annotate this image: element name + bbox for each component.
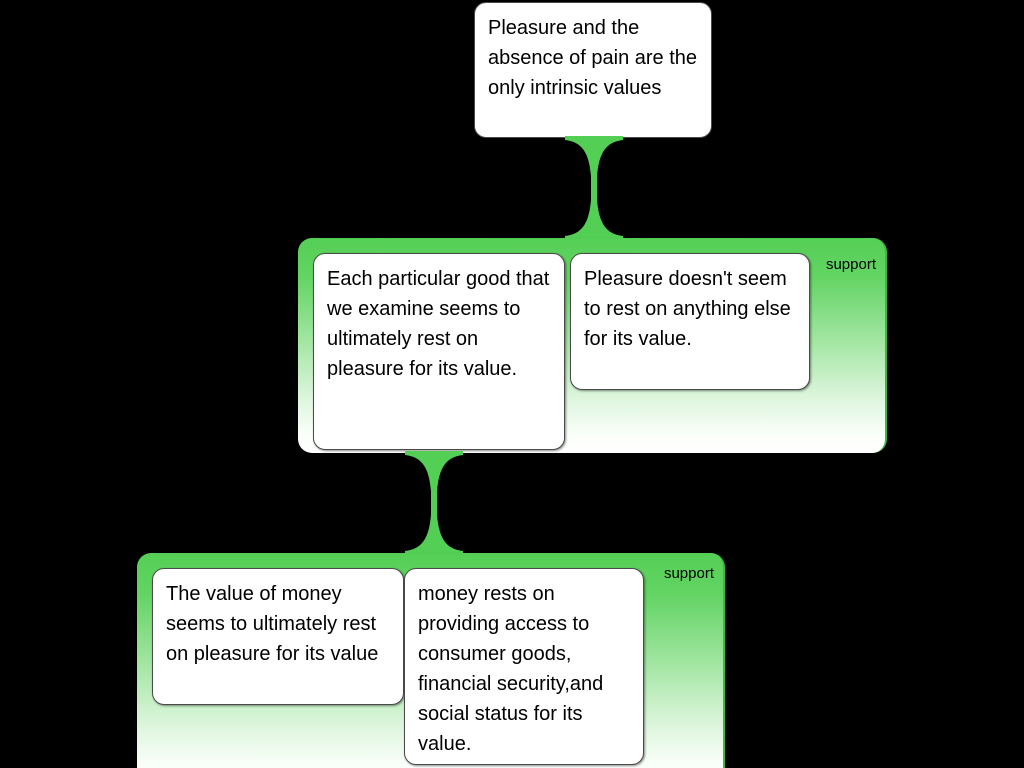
root-claim-text: Pleasure and the absence of pain are the… xyxy=(488,17,698,99)
claim-text: The value of money seems to ultimately r… xyxy=(166,583,379,665)
claim-text: money rests on providing access to consu… xyxy=(418,583,604,755)
claim-text: Each particular good that we examine see… xyxy=(327,268,550,380)
claim-text: Pleasure doesn't seem to rest on anythin… xyxy=(584,268,791,350)
claim-card-money-rests-on[interactable]: money rests on providing access to consu… xyxy=(404,568,644,765)
claim-card-pleasure-doesnt-rest[interactable]: Pleasure doesn't seem to rest on anythin… xyxy=(570,253,810,390)
support-group-level-3[interactable]: support The value of money seems to ulti… xyxy=(137,553,725,768)
support-badge-label: support xyxy=(825,256,876,273)
claim-card-value-of-money[interactable]: The value of money seems to ultimately r… xyxy=(152,568,404,705)
support-badge-label: support xyxy=(663,565,714,582)
support-group-level-2[interactable]: support Each particular good that we exa… xyxy=(298,238,887,453)
root-claim-card[interactable]: Pleasure and the absence of pain are the… xyxy=(474,2,712,138)
support-connector-icon xyxy=(405,451,463,555)
support-connector-icon xyxy=(565,136,623,240)
claim-card-each-particular-good[interactable]: Each particular good that we examine see… xyxy=(313,253,565,450)
